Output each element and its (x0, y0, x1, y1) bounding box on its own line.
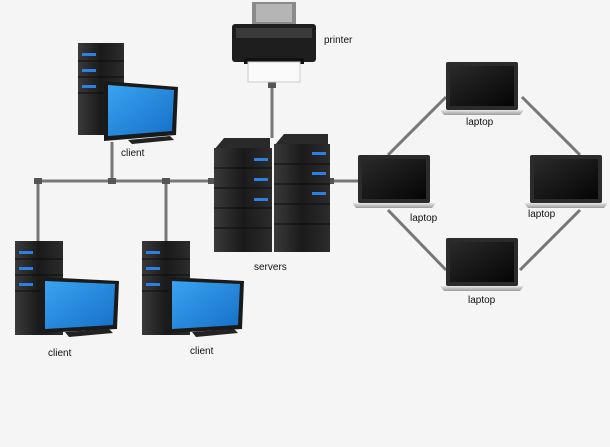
laptop-icon (352, 155, 436, 208)
cable-laptop-top-right (520, 95, 582, 157)
printer-icon (232, 2, 316, 83)
laptop-right-label: laptop (528, 209, 556, 220)
laptop-top-label: laptop (466, 117, 494, 128)
cable-laptop-bottom-left (386, 208, 448, 272)
desktop-computer-icon (15, 241, 119, 337)
server-rack-icon (214, 134, 330, 252)
laptop-icon (524, 155, 608, 208)
desktop-computer-icon (142, 241, 244, 337)
cable-laptop-left-top (386, 95, 448, 157)
client-top-label: client (121, 148, 145, 159)
cable-connector (162, 178, 170, 184)
laptop-bottom-label: laptop (468, 295, 496, 306)
cable-connector (208, 178, 216, 184)
printer-label: printer (324, 35, 353, 46)
laptop-left-label: laptop (410, 213, 438, 224)
client-bottom-left-label: client (48, 348, 72, 359)
cable-connector (268, 82, 276, 88)
laptop-icon (440, 238, 524, 291)
servers-label: servers (254, 262, 287, 273)
laptop-icon (440, 62, 524, 115)
cable-laptop-right-bottom (518, 208, 582, 272)
desktop-computer-icon (78, 43, 178, 144)
cable-connector (34, 178, 42, 184)
cable-connector (108, 178, 116, 184)
client-bottom-right-label: client (190, 346, 214, 357)
